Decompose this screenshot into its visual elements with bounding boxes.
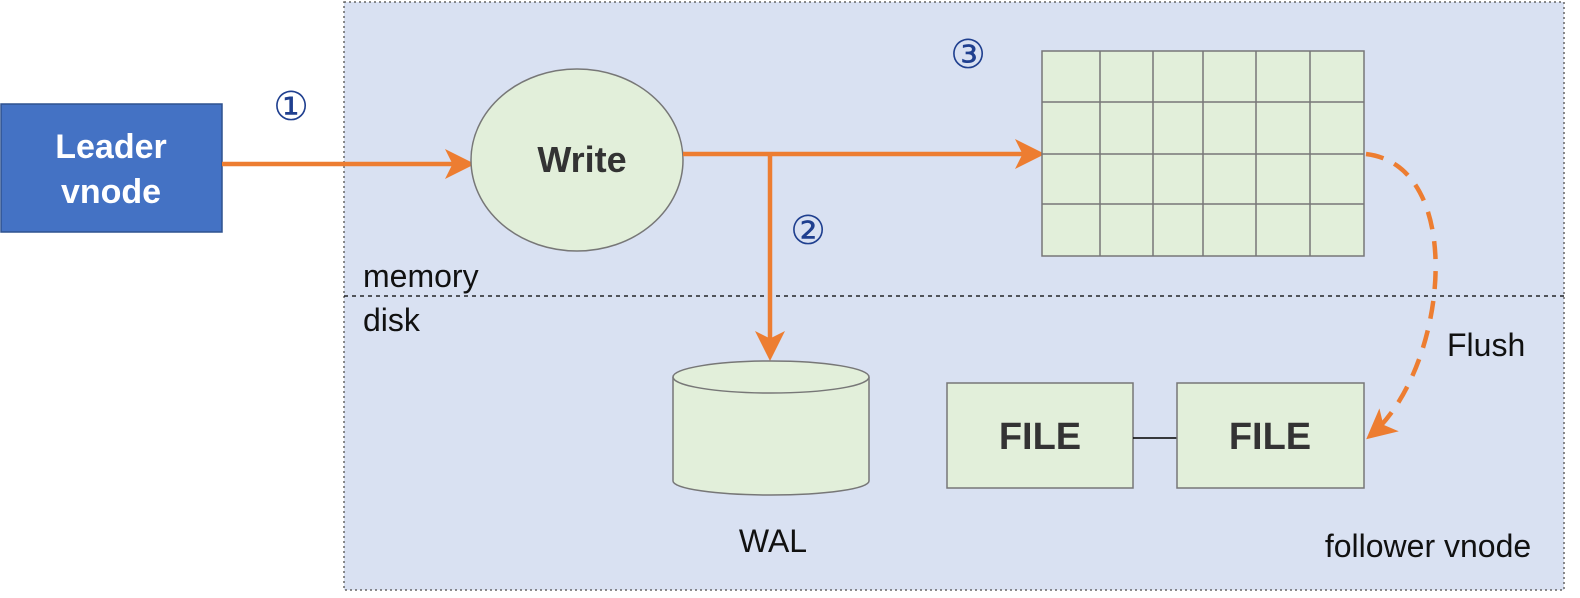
write-node <box>470 68 684 252</box>
step-2-marker: ② <box>790 208 826 254</box>
write-label: Write <box>537 139 626 180</box>
memtable-grid <box>1041 50 1365 257</box>
file-box-2-label: FILE <box>1229 416 1311 458</box>
file-box-2 <box>1176 382 1365 489</box>
wal-label: WAL <box>739 523 807 559</box>
step-1-marker: ① <box>273 84 309 130</box>
cylinder-icon <box>672 377 870 496</box>
leader-vnode-label-line1: Leader <box>55 128 167 166</box>
disk-label: disk <box>363 302 421 338</box>
follower-vnode-label: follower vnode <box>1325 528 1531 564</box>
leader-vnode-label-line2: vnode <box>61 173 161 211</box>
memory-label: memory <box>363 258 479 294</box>
flush-arrow <box>1365 151 1438 440</box>
flush-label: Flush <box>1447 327 1525 363</box>
leader-vnode-box <box>0 103 223 233</box>
file-box-1-label: FILE <box>999 416 1081 458</box>
wal-cylinder <box>672 360 870 496</box>
file-box-1 <box>946 382 1134 489</box>
step-3-marker: ③ <box>950 32 986 78</box>
